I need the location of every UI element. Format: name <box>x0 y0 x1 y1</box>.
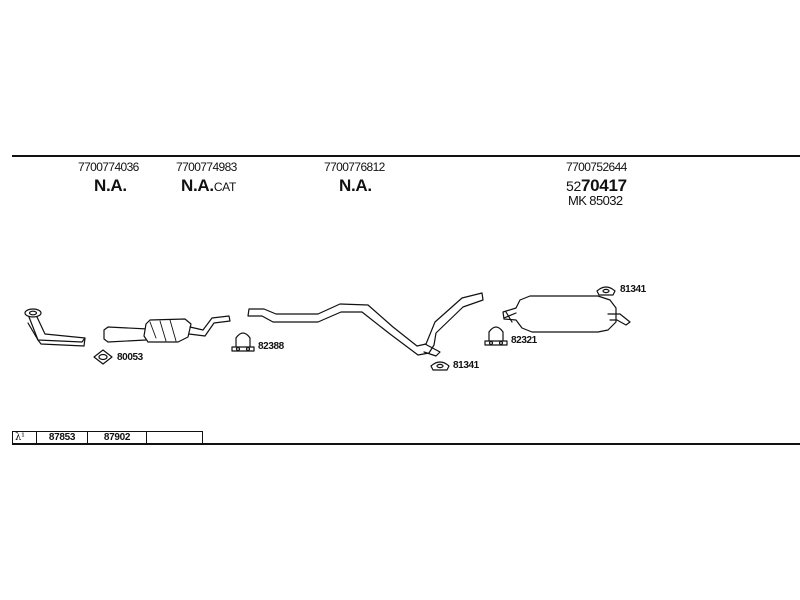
hanger-mid <box>430 361 450 371</box>
footer-cell-2: 87902 <box>87 431 146 445</box>
callout-clamp-front: 82388 <box>258 341 284 352</box>
rear-silencer <box>502 295 631 333</box>
footer-cell-1-text: 87853 <box>48 432 76 443</box>
footer-cell-3 <box>146 431 203 445</box>
footer-lambda-cell: λ¹ <box>12 431 35 445</box>
intermediate-pipe <box>247 292 484 357</box>
part-label-3-text: N.A. <box>339 176 372 195</box>
footer-cell-1: 87853 <box>36 431 87 445</box>
part-number-1: 7700774036 <box>78 160 139 174</box>
part-label-4-prefix: 52 <box>566 178 581 194</box>
part-number-4: 7700752644 <box>566 160 627 174</box>
front-downpipe <box>24 308 86 347</box>
callout-hanger-mid: 81341 <box>453 360 479 371</box>
part-number-2: 7700774983 <box>176 160 237 174</box>
clamp-front <box>231 332 255 352</box>
top-rule <box>12 155 800 157</box>
callout-clamp-rear: 82321 <box>511 335 537 346</box>
catalytic-converter <box>103 315 231 343</box>
clamp-rear <box>484 326 508 346</box>
footer-table <box>12 431 202 446</box>
part-label-2-suffix: CAT <box>213 180 237 194</box>
callout-hanger-rear: 81341 <box>620 284 646 295</box>
part-label-2: N.A.CAT <box>181 176 236 196</box>
footer-cell-2-text: 87902 <box>103 432 131 443</box>
part-label-4-text: 70417 <box>580 176 627 195</box>
part-label-2-text: N.A. <box>181 176 214 195</box>
part-label-3: N.A. <box>339 176 372 196</box>
part-number-3: 7700776812 <box>324 160 385 174</box>
part-label-1: N.A. <box>94 176 127 196</box>
part-sub-label-4: MK 85032 <box>568 193 623 208</box>
lambda-icon: λ¹ <box>15 432 25 443</box>
bottom-rule <box>12 443 800 445</box>
part-label-4: 5270417 <box>566 176 627 196</box>
hanger-rear <box>596 286 616 296</box>
gasket-front <box>93 349 113 365</box>
callout-gasket-front: 80053 <box>117 352 143 363</box>
part-label-1-text: N.A. <box>94 176 127 195</box>
